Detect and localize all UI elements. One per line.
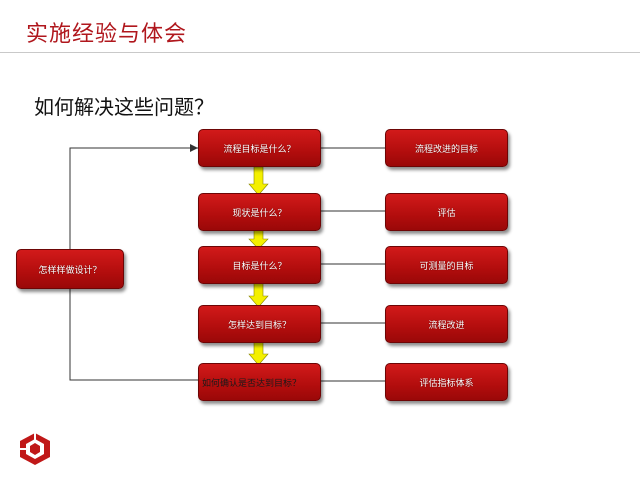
answer-box-label: 流程改进 — [428, 320, 465, 331]
question-box-2: 现状是什么？ — [198, 193, 321, 231]
answer-connectors — [319, 147, 385, 382]
question-box-label: 流程目标是什么？ — [223, 144, 296, 155]
question-box-label: 现状是什么？ — [232, 208, 287, 219]
answer-box-4: 流程改进 — [385, 305, 508, 343]
slide-title: 实施经验与体会 — [26, 22, 188, 47]
title-divider — [0, 52, 640, 53]
down-arrow-1 — [248, 166, 269, 196]
down-arrow-3 — [248, 282, 269, 308]
question-heading: 如何解决这些问题？ — [34, 95, 214, 119]
left-box: 怎样样做设计？ — [16, 249, 124, 289]
answer-box-2: 评估 — [385, 193, 508, 231]
down-arrow-4 — [248, 341, 269, 366]
answer-box-label: 可测量的目标 — [419, 261, 474, 272]
question-box-1: 流程目标是什么？ — [198, 129, 321, 167]
bracket-arrowhead — [190, 144, 198, 152]
down-arrow-2 — [248, 229, 269, 250]
company-logo-icon — [20, 433, 50, 465]
flow-arrows — [248, 166, 269, 366]
question-box-label: 怎样达到目标？ — [227, 320, 291, 331]
question-box-4: 怎样达到目标？ — [198, 305, 321, 343]
answer-box-3: 可测量的目标 — [385, 246, 508, 284]
question-box-3: 目标是什么？ — [198, 246, 321, 284]
question-box-5: 如何确认是否达到目标？ — [198, 363, 321, 401]
answer-box-5: 评估指标体系 — [385, 363, 508, 401]
question-box-label: 目标是什么？ — [232, 261, 287, 272]
left-box-label: 怎样样做设计？ — [38, 265, 102, 276]
question-box-label: 如何确认是否达到目标？ — [201, 378, 301, 389]
answer-box-label: 评估 — [437, 208, 456, 219]
answer-box-label: 流程改进的目标 — [414, 144, 478, 155]
answer-box-1: 流程改进的目标 — [385, 129, 508, 167]
answer-box-label: 评估指标体系 — [419, 378, 474, 389]
